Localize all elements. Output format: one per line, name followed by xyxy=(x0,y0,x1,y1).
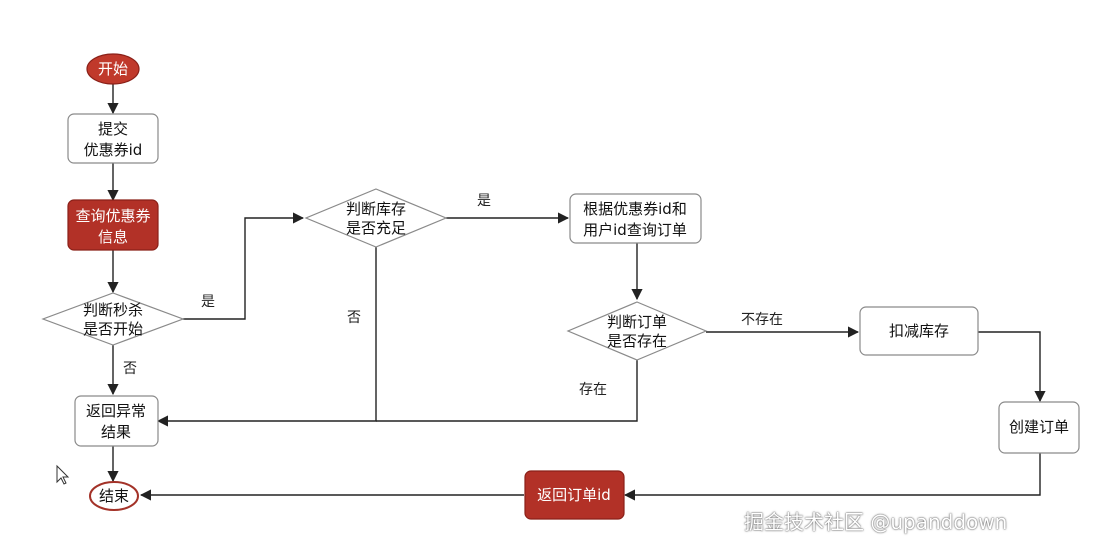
label-stock-yes: 是 xyxy=(477,193,491,209)
node-check-order-exists: 判断订单 是否存在 xyxy=(566,301,708,361)
node-check-stock: 判断库存 是否充足 xyxy=(304,188,448,248)
node-query-coupon: 查询优惠券 信息 xyxy=(67,199,159,251)
node-check-started-line1: 判断秒杀 xyxy=(83,301,143,319)
node-deduct-stock-label: 扣减库存 xyxy=(889,322,949,340)
watermark: 掘金技术社区 @upanddown xyxy=(744,510,1008,534)
label-order-not-exists: 不存在 xyxy=(741,312,783,328)
node-return-order-id-label: 返回订单id xyxy=(537,486,611,504)
node-deduct-stock: 扣减库存 xyxy=(859,306,979,356)
edge-create-return xyxy=(623,453,1041,501)
edge-stock-no xyxy=(156,246,377,427)
node-return-error-line2: 结果 xyxy=(101,423,131,441)
node-return-error: 返回异常 结果 xyxy=(74,395,159,447)
label-started-no: 否 xyxy=(123,361,137,377)
node-create-order: 创建订单 xyxy=(998,401,1080,454)
label-started-yes: 是 xyxy=(201,294,215,310)
node-return-error-line1: 返回异常 xyxy=(86,402,146,420)
node-check-stock-line2: 是否充足 xyxy=(346,219,406,237)
node-create-order-label: 创建订单 xyxy=(1009,418,1069,436)
node-start: 开始 xyxy=(86,53,140,85)
edges xyxy=(107,84,1046,501)
node-end: 结束 xyxy=(89,481,139,511)
node-end-label: 结束 xyxy=(99,487,129,505)
edge-labels: 是 否 是 否 不存在 存在 xyxy=(123,193,783,398)
node-check-order-line1: 判断订单 xyxy=(607,313,667,331)
node-query-coupon-line2: 信息 xyxy=(98,228,128,246)
node-check-order-line2: 是否存在 xyxy=(607,332,667,350)
edge-deduct-create xyxy=(978,331,1046,403)
node-query-order: 根据优惠券id和 用户id查询订单 xyxy=(569,193,702,244)
label-stock-no: 否 xyxy=(347,310,361,326)
node-return-order-id: 返回订单id xyxy=(524,470,625,520)
node-check-stock-line1: 判断库存 xyxy=(346,200,406,218)
label-order-exists: 存在 xyxy=(579,382,607,398)
node-query-order-line1: 根据优惠券id和 xyxy=(583,200,687,218)
node-query-coupon-line1: 查询优惠券 xyxy=(75,207,150,225)
node-submit: 提交 优惠券id xyxy=(67,113,159,164)
mouse-cursor-icon xyxy=(56,464,70,485)
node-submit-line1: 提交 xyxy=(98,120,128,138)
node-check-started-line2: 是否开始 xyxy=(83,320,143,338)
node-submit-line2: 优惠券id xyxy=(84,141,143,159)
edge-started-yes xyxy=(183,212,305,320)
edge-order-exists xyxy=(376,360,638,422)
node-start-label: 开始 xyxy=(98,60,128,78)
node-query-order-line2: 用户id查询订单 xyxy=(583,221,687,239)
node-check-started: 判断秒杀 是否开始 xyxy=(41,292,185,346)
